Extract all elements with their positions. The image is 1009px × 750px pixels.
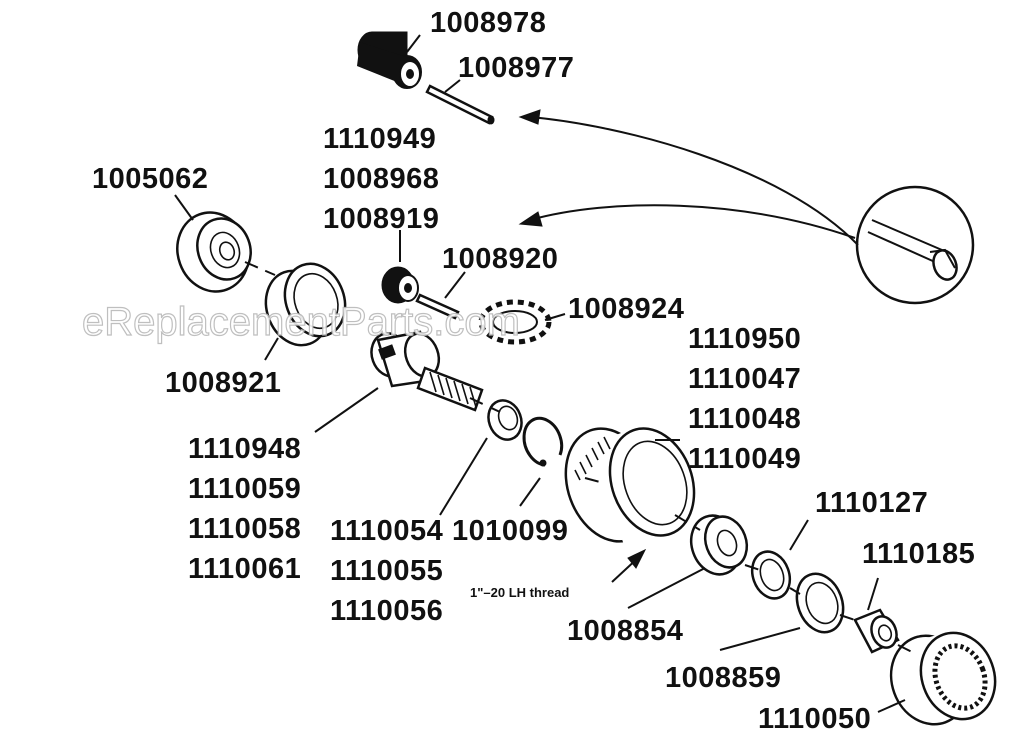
part-label-1008859: 1008859 xyxy=(665,662,781,694)
part-label-1110059: 1110059 xyxy=(188,473,301,505)
part-label-1008924: 1008924 xyxy=(568,293,684,325)
part-label-1110950: 1110950 xyxy=(688,323,801,355)
part-label-1008921: 1008921 xyxy=(165,367,281,399)
leader-lines xyxy=(174,34,906,713)
part-label-1110061: 1110061 xyxy=(188,553,301,585)
knurled-roller-top xyxy=(357,31,422,89)
axis-line-upper xyxy=(244,261,276,276)
part-label-1110054: 1110054 xyxy=(330,515,443,547)
bearing-1005062 xyxy=(176,211,252,293)
detail-magnifier xyxy=(855,185,975,305)
threaded-housing-1110950 xyxy=(564,420,696,548)
part-label-1008854: 1008854 xyxy=(567,615,683,647)
part-label-1110050: 1110050 xyxy=(758,703,871,735)
knurled-gear-middle xyxy=(381,266,419,304)
part-label-1110058: 1110058 xyxy=(188,513,301,545)
part-label-1010099: 1010099 xyxy=(452,515,568,547)
spindle-1110948 xyxy=(370,330,484,412)
part-label-1110047: 1110047 xyxy=(688,363,801,395)
part-label-1008920: 1008920 xyxy=(442,243,558,275)
part-label-1110948: 1110948 xyxy=(188,433,301,465)
washer-1008859 xyxy=(795,572,845,634)
part-label-1005062: 1005062 xyxy=(92,163,208,195)
part-label-1110185: 1110185 xyxy=(862,538,975,570)
part-label-1110048: 1110048 xyxy=(688,403,801,435)
part-label-1008978: 1008978 xyxy=(430,7,546,39)
part-label-1110049: 1110049 xyxy=(688,443,801,475)
thread-note: 1"–20 LH thread xyxy=(470,585,569,600)
part-label-1008977: 1008977 xyxy=(458,52,574,84)
part-label-1008919: 1008919 xyxy=(323,203,439,235)
axis-line-main xyxy=(469,397,913,653)
nut-1110185 xyxy=(853,608,900,654)
part-label-1110949: 1110949 xyxy=(323,123,436,155)
bearing-1008854 xyxy=(689,514,749,576)
wave-washer-1110127 xyxy=(750,550,792,600)
part-label-1110055: 1110055 xyxy=(330,555,443,587)
needle-cage-1008924 xyxy=(478,299,552,345)
sleeve-1008921 xyxy=(264,262,347,347)
cap-1110050 xyxy=(889,628,997,726)
washer-1110054 xyxy=(487,399,523,441)
watermark: eReplacementParts.com xyxy=(82,300,520,344)
retaining-ring-1010099 xyxy=(522,416,564,467)
part-label-1110056: 1110056 xyxy=(330,595,443,627)
pin-middle xyxy=(415,293,460,320)
detail-arrows xyxy=(518,109,859,583)
part-label-1110127: 1110127 xyxy=(815,487,928,519)
pin-top xyxy=(425,84,495,125)
part-label-1008968: 1008968 xyxy=(323,163,439,195)
